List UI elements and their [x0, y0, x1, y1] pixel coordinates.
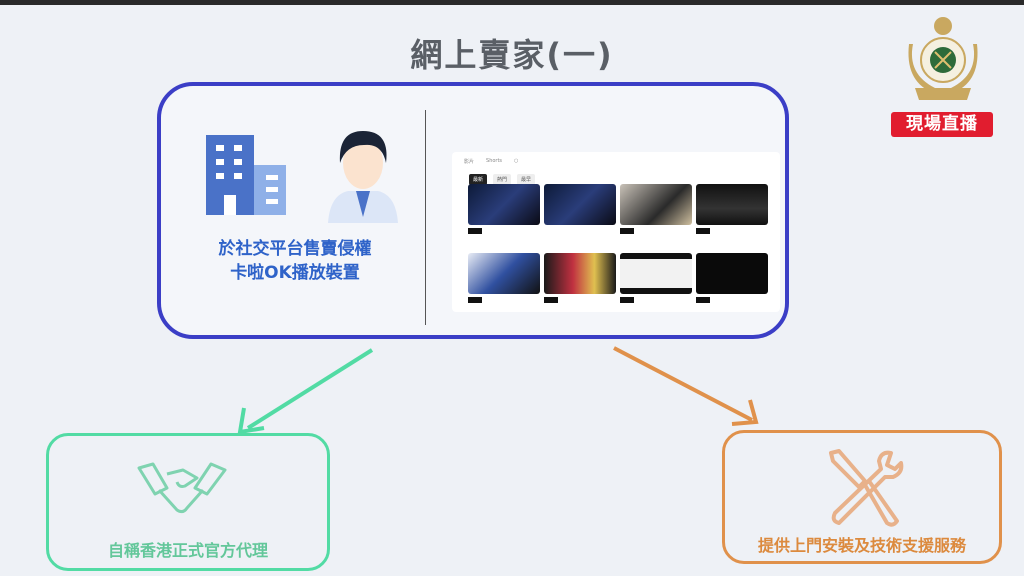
video-thumbnail [468, 253, 540, 294]
video-card [620, 253, 692, 316]
installation-service-box: 提供上門安裝及技術支援服務 [722, 430, 1002, 564]
tab-shorts: Shorts [486, 158, 503, 164]
search-icon: ○ [514, 158, 519, 164]
chip-latest: 最新 [469, 174, 488, 185]
video-thumbnail [544, 184, 616, 225]
video-thumbnail [696, 184, 768, 225]
tab-videos: 影片 [464, 159, 475, 165]
video-meta [468, 294, 540, 316]
video-card [696, 184, 768, 247]
building-icon [206, 135, 286, 215]
social-media-screenshot: 影片 Shorts ○ 最新 熱門 最早 [452, 152, 780, 312]
video-meta [696, 225, 768, 247]
sort-chips: 最新 熱門 最早 [469, 174, 536, 185]
official-agent-box: 自稱香港正式官方代理 [46, 433, 330, 571]
video-thumbnail [620, 184, 692, 225]
left-caption-line2: 卡啦OK播放裝置 [230, 263, 360, 283]
video-meta [620, 294, 692, 316]
video-card [620, 184, 692, 247]
video-meta [696, 294, 768, 316]
screenshot-tabs: 影片 Shorts ○ [464, 158, 518, 165]
handshake-icon [137, 462, 227, 514]
top-bar [0, 0, 1024, 5]
live-badge: 現場直播 [891, 112, 993, 137]
video-grid [468, 184, 768, 316]
tools-icon [829, 449, 904, 527]
video-meta [620, 225, 692, 247]
person-icon [328, 131, 398, 223]
installation-service-label: 提供上門安裝及技術支援服務 [757, 536, 966, 555]
slide-title: 網上賣家(一) [410, 36, 614, 74]
video-thumbnail [696, 253, 768, 294]
video-card [544, 253, 616, 316]
left-caption-line1: 於社交平台售賣侵權 [218, 239, 372, 259]
video-card [468, 184, 540, 247]
video-card [544, 184, 616, 247]
divider [425, 110, 426, 325]
video-card [468, 253, 540, 316]
video-thumbnail [620, 253, 692, 294]
chip-popular: 熱門 [493, 174, 512, 185]
video-card [696, 253, 768, 316]
video-meta [468, 225, 540, 247]
orange-arrow [613, 346, 759, 426]
official-agent-label: 自稱香港正式官方代理 [107, 541, 268, 560]
video-thumbnail [468, 184, 540, 225]
chip-oldest: 最早 [517, 174, 536, 185]
video-thumbnail [544, 253, 616, 294]
video-meta [544, 294, 616, 316]
customs-emblem-logo [908, 17, 978, 100]
green-arrow [237, 348, 374, 435]
left-caption: 於社交平台售賣侵權 卡啦OK播放裝置 [195, 237, 395, 285]
